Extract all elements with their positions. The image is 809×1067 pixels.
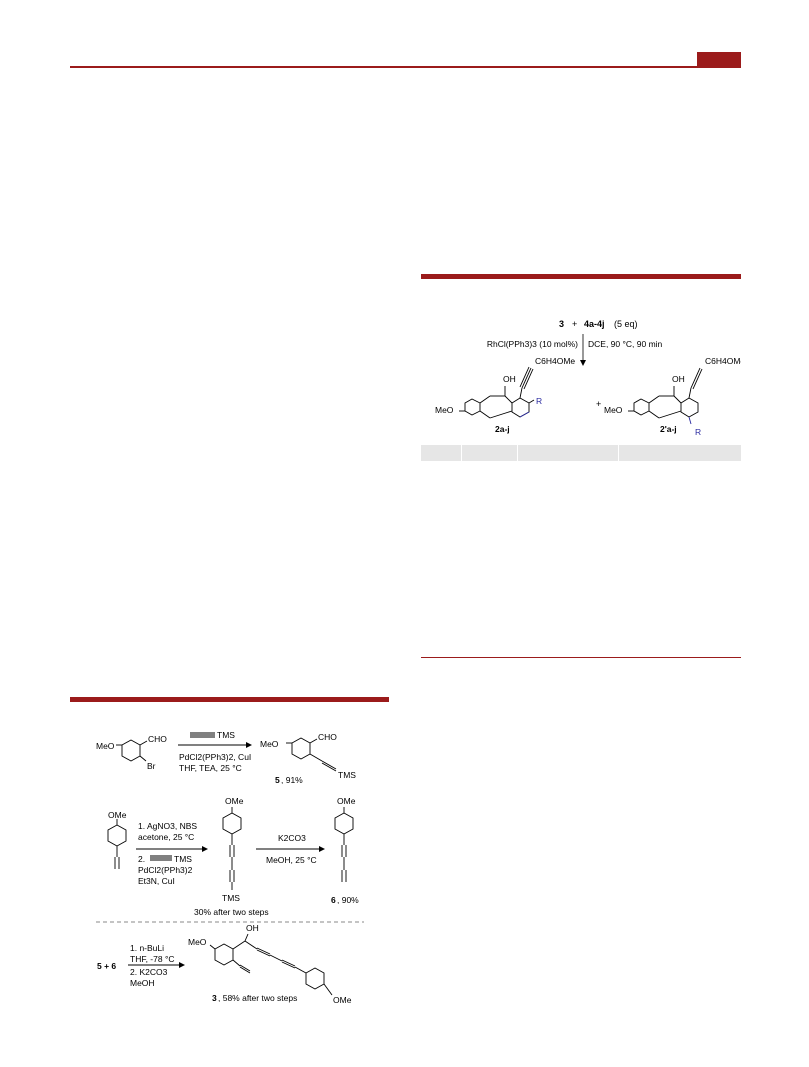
- row2-step1a: 1. AgNO3, NBS: [138, 821, 197, 831]
- table-header-cell: [462, 445, 518, 461]
- row3-cond1: 1. n-BuLi: [130, 943, 164, 953]
- table-header-cell: [619, 445, 740, 461]
- product-2a-structure: [459, 366, 535, 419]
- row3-meo: MeO: [188, 937, 207, 947]
- row2-prod-yield: , 90%: [337, 895, 359, 905]
- row2-k2co3: K2CO3: [278, 833, 306, 843]
- row2-step2a: 2.: [138, 854, 145, 864]
- conditions-label: DCE, 90 °C, 90 min: [588, 339, 663, 349]
- table-header: [421, 445, 741, 461]
- catalyst-label: RhCl(PPh3)3 (10 mol%): [487, 339, 578, 349]
- row1-cond1: PdCl2(PPh3)2, CuI: [179, 752, 251, 762]
- row3-ome: OMe: [333, 995, 352, 1005]
- row2-step2-tms: TMS: [174, 854, 192, 864]
- row3-oh: OH: [246, 923, 259, 933]
- row1-sm-cho: CHO: [148, 734, 167, 744]
- row1-alkyne-reagent: [190, 732, 215, 738]
- row2-meoh-cond: MeOH, 25 °C: [266, 855, 317, 865]
- row1-prod-yield: , 91%: [281, 775, 303, 785]
- row2-step2c: Et3N, CuI: [138, 876, 175, 886]
- row2-int-yield: 30% after two steps: [194, 907, 269, 917]
- intermediate-diyne: [222, 807, 242, 890]
- row1-prod-label: 5: [275, 775, 280, 785]
- row3-prod-label: 3: [212, 993, 217, 1003]
- sm-bromobenzaldehyde: [116, 739, 148, 762]
- oh-label-b: OH: [672, 374, 685, 384]
- table-bottom-rule: [421, 657, 741, 658]
- row1-sm-br: Br: [147, 761, 156, 771]
- table-header-cell: [518, 445, 619, 461]
- product-2prime-structure: [628, 367, 703, 419]
- meo-label-a: MeO: [435, 405, 454, 415]
- reagent-plus: +: [572, 319, 577, 329]
- row2-prod-label: 6: [331, 895, 336, 905]
- row1-reagent-tms: TMS: [217, 730, 235, 740]
- row2-step2b: PdCl2(PPh3)2: [138, 865, 193, 875]
- product-2prime-label: 2'a-j: [660, 424, 677, 434]
- aryl-label-b: C6H4OMe: [705, 356, 741, 366]
- r-group-b: R: [695, 427, 701, 437]
- product-6-structure: [334, 807, 354, 882]
- row2-int-tms: TMS: [222, 893, 240, 903]
- product-3-structure: [209, 933, 333, 996]
- row1-prod-tms: TMS: [338, 770, 356, 780]
- synthesis-scheme: MeO CHO Br TMS PdCl2(PPh3)2, CuI THF, TE…: [96, 730, 364, 1005]
- page-header-rule: [70, 66, 741, 68]
- row3-reactants: 5 + 6: [97, 961, 116, 971]
- reagent-3: 3: [559, 319, 564, 329]
- row1-cond2: THF, TEA, 25 °C: [179, 763, 242, 773]
- row1-sm-meo: MeO: [96, 741, 115, 751]
- row3-cond2: THF, -78 °C: [130, 954, 175, 964]
- product-5-structure: [286, 737, 337, 772]
- row2-int-ome: OMe: [225, 796, 244, 806]
- row2-prod-ome: OMe: [337, 796, 356, 806]
- products-plus: +: [596, 399, 601, 409]
- product-2a-label: 2a-j: [495, 424, 510, 434]
- meo-label-b: MeO: [604, 405, 623, 415]
- row1-prod-cho: CHO: [318, 732, 337, 742]
- table-top-rule: [421, 274, 741, 279]
- reagent-4: 4a-4j: [584, 319, 605, 329]
- reagent-4-eq: (5 eq): [614, 319, 638, 329]
- aryl-label-a: C6H4OMe: [535, 356, 575, 366]
- row3-cond3: 2. K2CO3: [130, 967, 168, 977]
- page-number-tab: [697, 52, 741, 66]
- row2-step1b: acetone, 25 °C: [138, 832, 194, 842]
- table-header-cell: [421, 445, 462, 461]
- sm-4-ethynylanisole: [107, 819, 127, 869]
- oh-label-a: OH: [503, 374, 516, 384]
- row3-prod-yield: , 58% after two steps: [218, 993, 297, 1003]
- row3-cond4: MeOH: [130, 978, 155, 988]
- scheme-top-rule: [70, 697, 389, 702]
- row1-prod-meo: MeO: [260, 739, 279, 749]
- r-group-a: R: [536, 396, 542, 406]
- reaction-scheme-top: 3 + 4a-4j (5 eq) RhCl(PPh3)3 (10 mol%) D…: [435, 319, 741, 437]
- row2-sm-ome: OMe: [108, 810, 127, 820]
